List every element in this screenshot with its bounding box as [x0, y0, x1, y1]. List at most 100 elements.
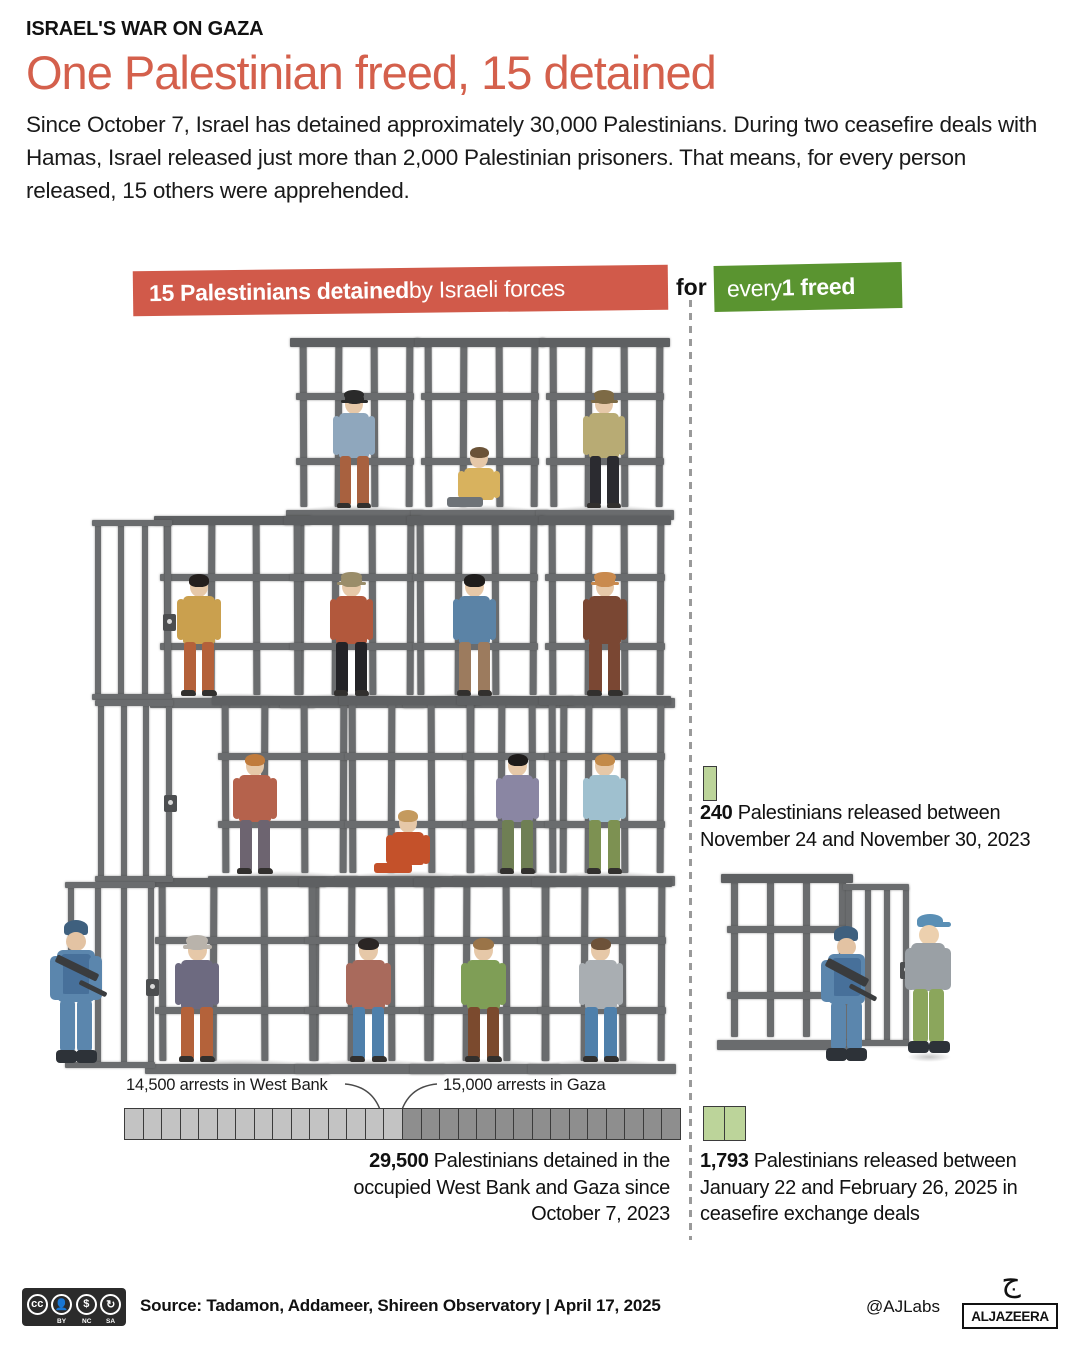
- green-block-240: [703, 766, 717, 801]
- cell-bars: [145, 878, 330, 1074]
- detained-person: [174, 935, 220, 1062]
- israeli-soldier: [48, 920, 108, 1065]
- prison-cell: [335, 696, 485, 886]
- arrest-block: [457, 1108, 478, 1140]
- arrest-block: [402, 1108, 422, 1140]
- arrest-block: [550, 1108, 571, 1140]
- prison-cell: [286, 338, 424, 520]
- detained-person: [177, 574, 221, 696]
- arrest-block: [253, 1108, 274, 1140]
- detained-person: [373, 810, 430, 873]
- green-block-1793-a: [703, 1106, 725, 1141]
- detained-person: [583, 753, 627, 874]
- label-west-bank-arrests: 14,500 arrests in West Bank: [126, 1076, 328, 1094]
- detained-banner-rest: by Israeli forces: [408, 274, 566, 303]
- aljazeera-calligraphy-icon: ج: [1001, 1265, 1021, 1298]
- freed-banner: every 1 freed: [713, 262, 903, 312]
- prison-cell: [535, 516, 675, 708]
- open-cell-door: [95, 700, 177, 882]
- arrest-block: [383, 1108, 404, 1140]
- prison-cell: [410, 878, 560, 1074]
- banner-for-label: for: [676, 274, 707, 300]
- arrest-block: [235, 1108, 256, 1140]
- arrest-block: [420, 1108, 441, 1140]
- arrest-block: [198, 1108, 219, 1140]
- detained-banner-bold: 15 Palestinians detained: [148, 276, 410, 307]
- detained-person: [329, 571, 374, 696]
- caption-detained-total: 29,500 Palestinians detained in the occu…: [330, 1148, 670, 1228]
- arrest-block: [624, 1108, 645, 1140]
- label-gaza-arrests: 15,000 arrests in Gaza: [443, 1076, 606, 1094]
- arrest-block: [531, 1108, 552, 1140]
- detained-person: [333, 390, 375, 508]
- detained-person: [578, 937, 624, 1062]
- prison-cell: [403, 516, 548, 708]
- page-title: One Palestinian freed, 15 detained: [26, 46, 717, 99]
- prison-cell: [535, 696, 675, 886]
- cc-sa-label: SA: [106, 1318, 116, 1325]
- detained-person: [233, 753, 277, 874]
- freed-palestinian: [905, 914, 953, 1062]
- prison-cell: [280, 516, 425, 708]
- standfirst-text: Since October 7, Israel has detained app…: [26, 112, 1038, 203]
- aljazeera-wordmark: ALJAZEERA: [962, 1303, 1058, 1329]
- cc-icon: cc: [26, 1293, 48, 1315]
- detained-person: [496, 753, 540, 874]
- arrest-block: [642, 1108, 663, 1140]
- detained-person: [346, 937, 391, 1062]
- prison-cell: [150, 516, 315, 708]
- arrest-block: [346, 1108, 367, 1140]
- header: ISRAEL'S WAR ON GAZA One Palestinian fre…: [26, 18, 1056, 207]
- release-scene-illustration: [715, 868, 951, 1068]
- cc-nc-icon: $: [75, 1293, 97, 1315]
- detained-person: [461, 937, 506, 1062]
- arrest-block: [661, 1108, 682, 1140]
- freed-banner-rest: every: [726, 274, 783, 302]
- door-lock-icon: [163, 613, 176, 631]
- arrest-block: [327, 1108, 348, 1140]
- detained-person: [582, 571, 627, 696]
- caption-1793-value: 1,793: [700, 1150, 749, 1172]
- arrest-block: [494, 1108, 515, 1140]
- arrest-block: [439, 1108, 459, 1140]
- detained-cells-illustration: [0, 330, 690, 1090]
- prison-cell: [536, 338, 674, 520]
- prison-cell: [411, 338, 549, 520]
- cc-by-label: BY: [57, 1318, 67, 1325]
- open-cell-door: [92, 520, 176, 700]
- detained-banner: 15 Palestinians detained by Israeli forc…: [132, 264, 669, 317]
- israeli-soldier: [820, 926, 878, 1064]
- aljazeera-logo: ج ALJAZEERA: [962, 1267, 1058, 1329]
- detained-person: [446, 446, 500, 507]
- arrests-block-bar: [124, 1108, 682, 1140]
- vertical-dashed-divider: [689, 300, 692, 1240]
- caption-29500-text: Palestinians detained in the occupied We…: [353, 1150, 670, 1226]
- arrest-block: [216, 1108, 237, 1140]
- kicker-label: ISRAEL'S WAR ON GAZA: [26, 18, 264, 40]
- prison-cell: [528, 878, 676, 1074]
- caption-released-2023: 240 Palestinians released between Novemb…: [700, 800, 1078, 853]
- arrest-block: [587, 1108, 608, 1140]
- door-lock-icon: [146, 978, 159, 996]
- prison-cell: [208, 696, 358, 886]
- prison-cell: [145, 878, 330, 1074]
- ajlabs-handle: @AJLabs: [866, 1297, 940, 1316]
- caption-240-text: Palestinians released between November 2…: [700, 802, 1031, 851]
- arrest-block: [364, 1108, 385, 1140]
- cc-by-icon: 👤: [51, 1293, 73, 1315]
- arrest-block: [179, 1108, 200, 1140]
- green-block-1793-b: [724, 1106, 746, 1141]
- caption-240-value: 240: [700, 802, 733, 824]
- detained-person: [583, 390, 625, 508]
- arrest-block: [142, 1108, 163, 1140]
- door-lock-icon: [164, 794, 177, 812]
- cc-sa-icon: ↻: [100, 1293, 122, 1315]
- arrest-block: [605, 1108, 626, 1140]
- cc-nc-label: NC: [82, 1318, 92, 1325]
- caption-1793-text: Palestinians released between January 22…: [700, 1150, 1018, 1226]
- caption-released-2025: 1,793 Palestinians released between Janu…: [700, 1148, 1078, 1228]
- prison-cell: [295, 878, 445, 1074]
- creative-commons-badge: cc 👤 $ ↻ BY NC SA: [22, 1288, 126, 1326]
- footer: cc 👤 $ ↻ BY NC SA Source: Tadamon, Addam…: [0, 1267, 1080, 1343]
- arrest-block: [513, 1108, 534, 1140]
